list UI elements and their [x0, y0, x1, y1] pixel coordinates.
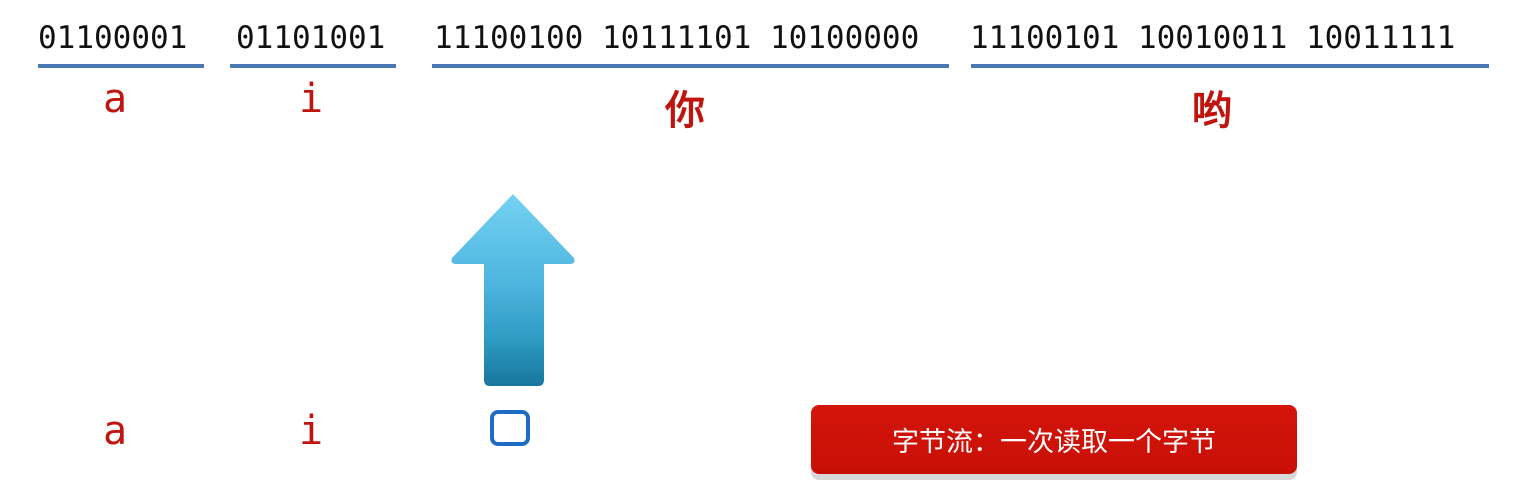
char-label-a: a — [102, 76, 128, 122]
decoded-char-i: i — [298, 408, 324, 454]
char-label-i: i — [298, 76, 324, 122]
char-label-ni: 你 — [665, 87, 705, 134]
up-arrow-icon — [451, 194, 575, 386]
underline-a — [38, 64, 204, 68]
char-label-yo: 哟 — [1192, 87, 1232, 134]
underline-yo — [971, 64, 1489, 68]
underline-i — [230, 64, 396, 68]
decoded-char-a: a — [102, 408, 128, 454]
byte-bits-a: 01100001 — [38, 20, 188, 56]
unknown-char-box-icon — [490, 410, 530, 446]
byte-bits-ni: 11100100 10111101 10100000 — [434, 20, 920, 56]
byte-bits-i: 01101001 — [236, 20, 386, 56]
underline-ni — [432, 64, 949, 68]
byte-bits-yo: 11100101 10010011 10011111 — [970, 20, 1456, 56]
byte-stream-banner: 字节流：一次读取一个字节 — [811, 405, 1297, 474]
